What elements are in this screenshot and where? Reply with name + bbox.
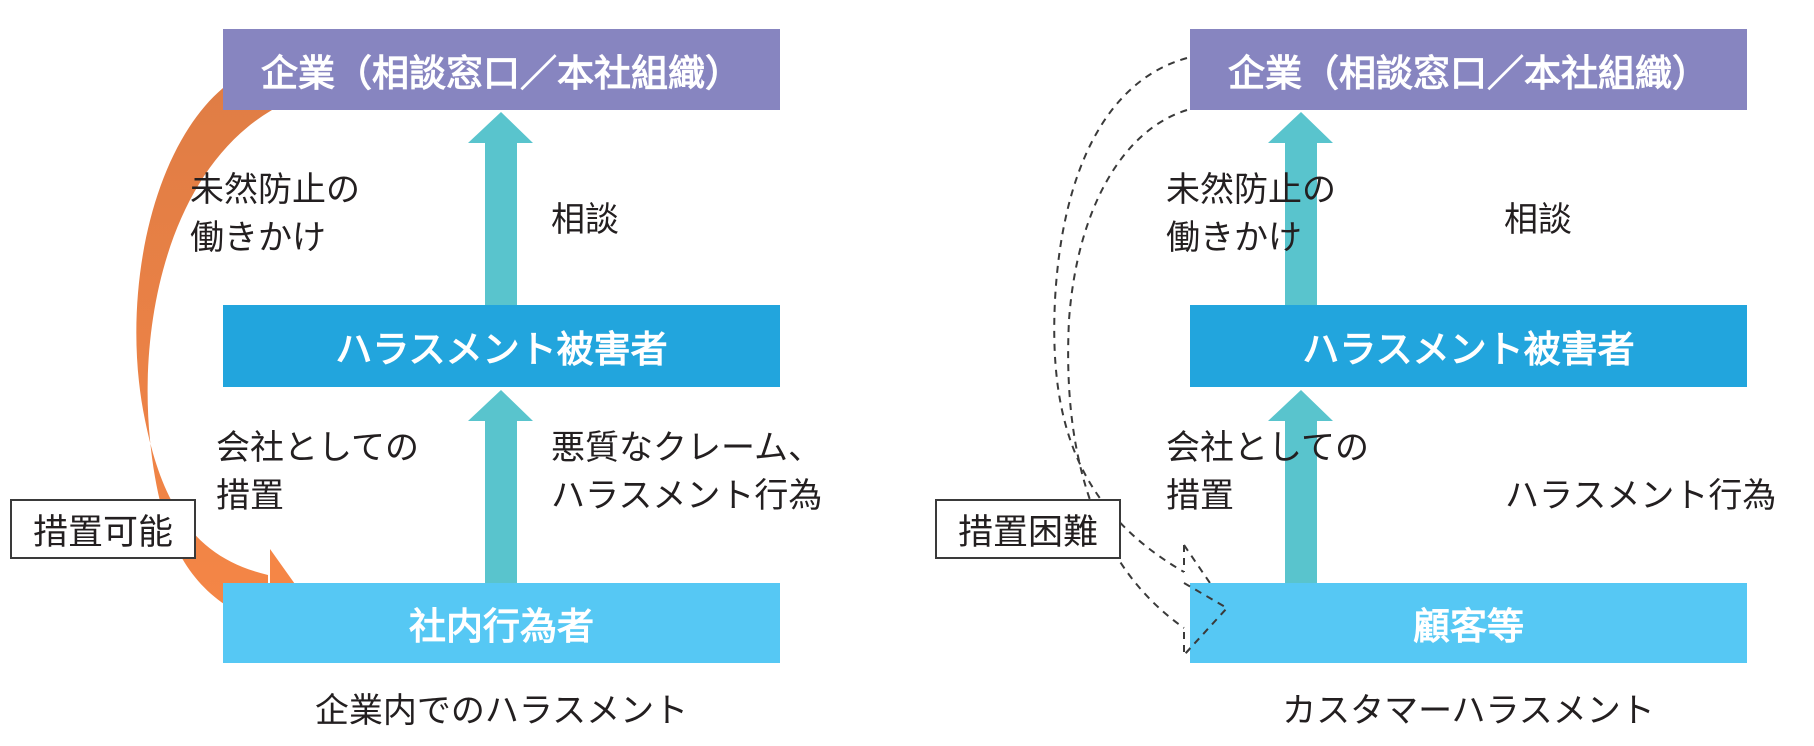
measure-label: 会社としての 措置: [216, 424, 419, 520]
measure-label-line1: 会社としての: [216, 428, 419, 468]
victim-box-label: ハラスメント被害者: [1302, 328, 1635, 371]
customer-box-label: 顧客等: [1413, 605, 1524, 648]
harassment-act-label: ハラスメント行為: [1505, 472, 1776, 520]
prevention-label-line2: 働きかけ: [190, 218, 326, 258]
up-arrow-harassment: [468, 390, 533, 583]
company-box-label: 企業（相談窓口／本社組織）: [1228, 51, 1709, 95]
prevention-label-line1: 未然防止の: [190, 170, 360, 210]
victim-box: ハラスメント被害者: [1190, 305, 1747, 387]
harassment-act-label-line2: ハラスメント行為: [551, 476, 823, 516]
internal-harassment-caption: 企業内でのハラスメント: [314, 691, 689, 731]
customer-box: 顧客等: [1190, 583, 1747, 663]
harassment-act-label-line1: ハラスメント行為: [1505, 476, 1777, 516]
measure-label: 会社としての 措置: [1166, 424, 1369, 520]
measure-possible-tag-text: 措置可能: [32, 512, 173, 553]
prevention-label-line2: 働きかけ: [1166, 218, 1302, 258]
measure-possible-tag: 措置可能: [10, 499, 196, 559]
panel-internal-harassment: 企業（相談窓口／本社組織） ハラスメント被害者 社内行為者 未然防止の 働きかけ…: [0, 0, 900, 746]
prevention-label: 未然防止の 働きかけ: [1166, 166, 1336, 262]
up-arrow-consult: [468, 112, 533, 305]
consult-label: 相談: [1504, 200, 1572, 240]
measure-label-line2: 措置: [216, 476, 284, 516]
victim-box-label: ハラスメント被害者: [335, 328, 668, 371]
company-box: 企業（相談窓口／本社組織）: [223, 29, 780, 110]
customer-harassment-caption: カスタマーハラスメント: [1282, 691, 1655, 731]
prevention-label-line1: 未然防止の: [1166, 170, 1336, 210]
measure-difficult-tag: 措置困難: [935, 499, 1121, 559]
consult-label: 相談: [551, 200, 619, 240]
measure-label-line2: 措置: [1166, 476, 1234, 516]
company-box: 企業（相談窓口／本社組織）: [1190, 29, 1747, 110]
measure-difficult-tag-text: 措置困難: [957, 512, 1098, 553]
measure-label-line1: 会社としての: [1166, 428, 1369, 468]
victim-box: ハラスメント被害者: [223, 305, 780, 387]
company-box-label: 企業（相談窓口／本社組織）: [261, 51, 742, 95]
actor-box: 社内行為者: [223, 583, 780, 663]
actor-box-label: 社内行為者: [409, 605, 594, 648]
harassment-act-label-line1: 悪質なクレーム、: [551, 428, 822, 468]
panel-customer-harassment: 企業（相談窓口／本社組織） ハラスメント被害者 顧客等 未然防止の 働きかけ 相…: [837, 0, 1814, 746]
prevention-label: 未然防止の 働きかけ: [190, 166, 360, 262]
harassment-act-label: 悪質なクレーム、 ハラスメント行為: [551, 424, 822, 520]
